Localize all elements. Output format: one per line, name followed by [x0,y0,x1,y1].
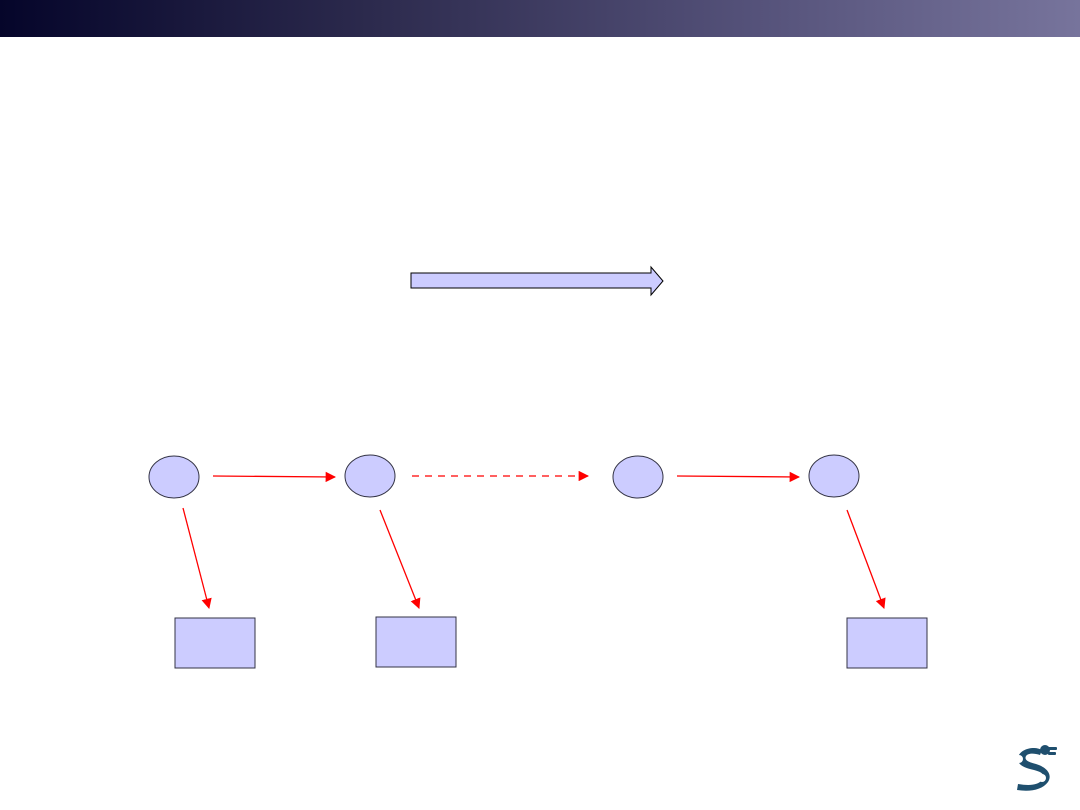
state-node-s4 [808,454,860,498]
robot-arm-logo-icon [1015,745,1057,791]
emission-edge-s2-o2 [379,509,421,609]
output-box-o2 [375,616,457,668]
state-node-s3 [612,455,664,499]
output-box-o1 [174,617,256,669]
transition-edge-s3-s4 [676,471,801,483]
direction-arrow [410,265,664,297]
transition-edge-s1-s2 [212,471,337,483]
header-bar [0,0,1080,37]
emission-edge-s1-o1 [182,507,212,610]
emission-edge-s4-o4 [846,509,886,609]
state-node-s1 [148,455,200,499]
output-box-o4 [846,617,928,669]
state-node-s2 [344,454,396,498]
